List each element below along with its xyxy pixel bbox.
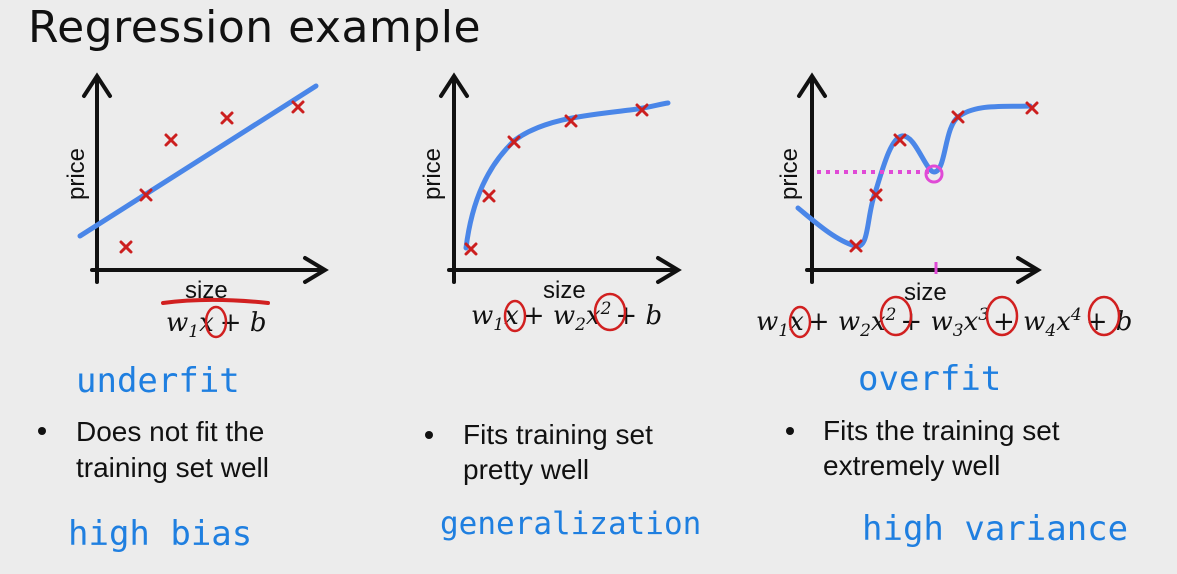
y-axis-label: price <box>776 148 803 200</box>
bullet-just-right: Fits training set pretty well <box>425 419 653 485</box>
fit-line <box>77 83 319 239</box>
data-point <box>869 188 883 202</box>
data-points <box>849 101 1039 253</box>
panel-just-right: price size w1x+ w2x2+ b Fits training se… <box>419 72 701 542</box>
generalization-label: generalization <box>440 506 701 542</box>
bullet-overfit: Fits the training set extremely well <box>786 415 1060 481</box>
red-underline-annotation <box>161 297 270 305</box>
bullet-dot <box>786 427 794 435</box>
bullet-line-1: Fits training set <box>463 419 653 450</box>
axes-underfit <box>82 72 329 284</box>
data-point <box>893 133 907 147</box>
overfit-label: overfit <box>858 359 1001 399</box>
data-points <box>119 100 305 254</box>
bullet-line-2: pretty well <box>463 454 589 485</box>
svg-text:w1x+ w2x2+ w3x3+ w4x4+ b: w1x+ w2x2+ w3x3+ w4x4+ b <box>756 305 1132 341</box>
data-point <box>220 111 234 125</box>
formula-quartic: w1x+ w2x2+ w3x3+ w4x4+ b <box>756 295 1132 341</box>
y-axis-label: price <box>419 148 446 200</box>
bullet-dot <box>38 427 46 435</box>
underfit-label: underfit <box>76 361 240 401</box>
bullet-dot <box>425 431 433 439</box>
feature-circle <box>788 305 812 339</box>
fit-curve <box>795 103 1033 249</box>
feature-circle <box>593 292 627 332</box>
feature-circle <box>879 295 913 337</box>
feature-circle <box>503 299 527 333</box>
high-variance-label: high variance <box>862 509 1128 549</box>
bullet-line-1: Fits the training set <box>823 415 1060 446</box>
feature-circle <box>1087 295 1121 337</box>
axes-overfit <box>797 72 1042 284</box>
feature-circle <box>985 295 1019 337</box>
data-point <box>635 103 649 117</box>
x-axis-label: size <box>543 277 586 304</box>
formula-quadratic: w1x+ w2x2+ b <box>471 292 662 335</box>
data-point <box>291 100 305 114</box>
data-point <box>482 189 496 203</box>
data-point <box>119 240 133 254</box>
axes-just-right <box>439 72 682 284</box>
pink-circle-annotation <box>924 164 944 184</box>
data-point <box>164 133 178 147</box>
high-bias-label: high bias <box>68 514 252 554</box>
bullet-underfit: Does not fit the training set well <box>38 416 269 483</box>
data-point <box>951 110 965 124</box>
bullet-line-2: training set well <box>76 452 269 483</box>
svg-text:w1x+ w2x2+ b: w1x+ w2x2+ b <box>471 299 662 335</box>
y-axis-label: price <box>63 148 90 200</box>
data-point <box>139 188 153 202</box>
data-point <box>849 239 863 253</box>
data-points <box>464 103 649 256</box>
data-point <box>507 135 521 149</box>
data-point <box>564 114 578 128</box>
data-point <box>1025 101 1039 115</box>
bullet-line-1: Does not fit the <box>76 416 264 447</box>
panel-overfit: price size w1x+ w2x2+ w3x3+ w4x4+ b over… <box>756 72 1132 549</box>
feature-circle <box>204 305 228 339</box>
data-point <box>464 242 478 256</box>
slide-title: Regression example <box>28 2 482 53</box>
formula-linear: w1x+ b <box>166 305 266 342</box>
bullet-line-2: extremely well <box>823 450 1000 481</box>
panel-underfit: price size w1x+ b underfit Does not fit … <box>38 72 329 554</box>
x-axis-label: size <box>904 279 947 306</box>
